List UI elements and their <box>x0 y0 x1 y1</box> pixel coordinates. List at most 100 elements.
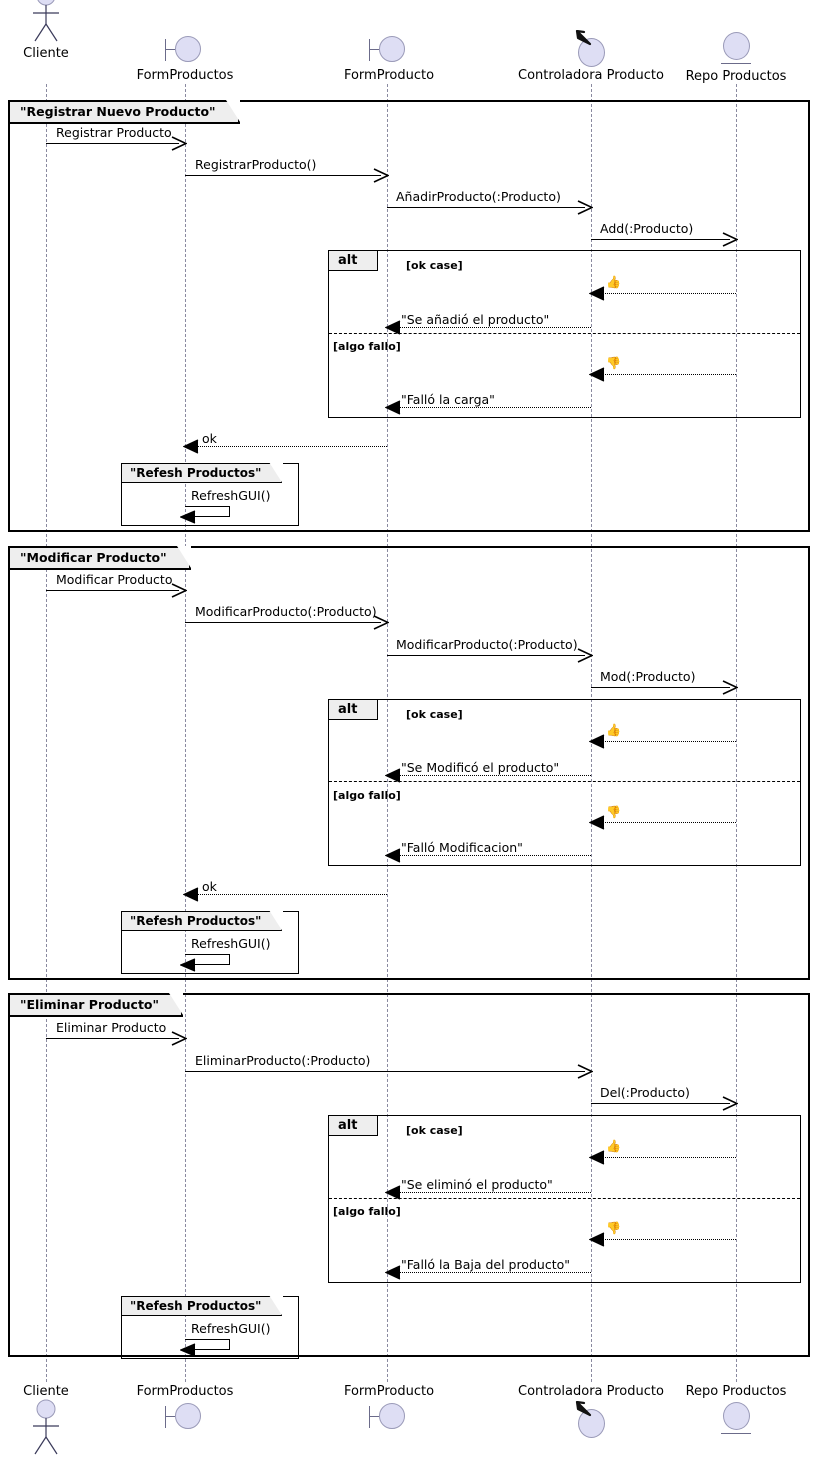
lifeline-controladora <box>591 84 592 1382</box>
alt-condition-fail: [algo fallo] <box>333 1205 401 1218</box>
self-message-loop <box>185 954 230 965</box>
message-label: ModificarProducto(:Producto) <box>195 604 377 619</box>
message-label: "Se Modificó el producto" <box>401 760 560 775</box>
actor-icon <box>0 0 92 44</box>
participant-label: Cliente <box>23 46 69 61</box>
message-label: RegistrarProducto() <box>195 157 317 172</box>
message-return <box>597 1239 736 1240</box>
message-return <box>393 1272 591 1273</box>
thumbs-up-icon: 👍 <box>606 723 621 737</box>
arrowhead-icon <box>183 887 199 902</box>
participant-foot-repo[interactable]: Repo Productos <box>676 1384 796 1435</box>
message-label: ok <box>202 879 217 894</box>
participant-foot-formproducto[interactable]: FormProducto <box>329 1384 449 1435</box>
arrowhead-icon <box>722 232 738 247</box>
message-return <box>393 1192 591 1193</box>
message-return <box>193 894 387 895</box>
message-return <box>393 855 591 856</box>
message-label: "Falló la Baja del producto" <box>401 1257 571 1272</box>
participant-head-formproductos[interactable]: FormProductos <box>125 30 245 83</box>
message-label: Modificar Producto <box>56 572 173 587</box>
message-label: Del(:Producto) <box>600 1085 690 1100</box>
alt-condition-fail: [algo fallo] <box>333 789 401 802</box>
message-return <box>597 822 736 823</box>
message-label: AñadirProducto(:Producto) <box>396 189 561 204</box>
arrowhead-icon <box>589 734 605 749</box>
frame-refesh-productos: "Refesh Productos" <box>121 910 299 974</box>
thumbs-down-icon: 👎 <box>606 1221 621 1235</box>
alt-divider <box>329 1198 800 1199</box>
control-icon <box>501 28 681 67</box>
message-label: "Falló la carga" <box>401 392 495 407</box>
message-label: EliminarProducto(:Producto) <box>195 1053 371 1068</box>
participant-foot-controladora[interactable]: Controladora Producto <box>501 1384 681 1438</box>
lifeline-formproducto <box>387 84 388 1382</box>
arrowhead-icon <box>180 510 196 524</box>
alt-condition-ok: [ok case] <box>406 1124 463 1137</box>
participant-foot-formproductos[interactable]: FormProductos <box>125 1384 245 1435</box>
message-label: Registrar Producto <box>56 125 172 140</box>
participant-head-formproducto[interactable]: FormProducto <box>329 30 449 83</box>
boundary-icon <box>329 30 449 66</box>
alt-divider <box>329 333 800 334</box>
participant-label: Controladora Producto <box>518 1384 664 1399</box>
control-icon <box>501 1399 681 1438</box>
message-arrow <box>591 239 730 240</box>
arrowhead-icon <box>577 648 593 663</box>
thumbs-down-icon: 👎 <box>606 805 621 819</box>
arrowhead-icon <box>180 1343 196 1357</box>
message-return <box>393 327 591 328</box>
boundary-icon <box>125 1399 245 1435</box>
alt-condition-fail: [algo fallo] <box>333 340 401 353</box>
arrowhead-icon <box>589 815 605 830</box>
alt-condition-ok: [ok case] <box>406 708 463 721</box>
participant-foot-cliente[interactable]: Cliente <box>0 1384 92 1457</box>
lifeline-cliente <box>46 84 47 1382</box>
participant-head-controladora[interactable]: Controladora Producto <box>501 28 681 83</box>
participant-label: FormProductos <box>136 68 234 83</box>
message-return <box>597 374 736 375</box>
frame-registrar-nuevo-producto: "Registrar Nuevo Producto" <box>8 100 810 532</box>
arrowhead-icon <box>722 680 738 695</box>
message-arrow <box>185 622 381 623</box>
frame-eliminar-producto: "Eliminar Producto" <box>8 993 810 1357</box>
arrowhead-icon <box>373 168 389 183</box>
participant-label: Cliente <box>23 1384 69 1399</box>
frame-label: "Refesh Productos" <box>122 1295 284 1317</box>
arrowhead-icon <box>171 136 187 151</box>
lifeline-formproductos <box>185 84 186 1382</box>
message-return <box>393 407 591 408</box>
message-arrow <box>591 687 730 688</box>
self-message-loop <box>185 1339 230 1350</box>
participant-head-cliente[interactable]: Cliente <box>0 0 92 61</box>
arrowhead-icon <box>385 1185 401 1200</box>
arrowhead-icon <box>589 1150 605 1165</box>
frame-label: "Refesh Productos" <box>122 910 284 932</box>
frame-refesh-productos: "Refesh Productos" <box>121 1295 299 1359</box>
self-message-label: RefreshGUI() <box>191 488 271 503</box>
participant-head-repo[interactable]: Repo Productos <box>676 30 796 84</box>
message-return <box>597 293 736 294</box>
participant-label: FormProducto <box>343 68 435 83</box>
message-arrow <box>46 143 179 144</box>
message-label: "Se eliminó el producto" <box>401 1177 553 1192</box>
arrowhead-icon <box>385 1265 401 1280</box>
entity-icon <box>676 1399 796 1435</box>
thumbs-up-icon: 👍 <box>606 275 621 289</box>
message-arrow <box>185 175 381 176</box>
arrowhead-icon <box>373 615 389 630</box>
arrowhead-icon <box>183 439 199 454</box>
alt-tag-label: alt <box>329 700 379 720</box>
frame-label: "Modificar Producto" <box>10 546 191 570</box>
arrowhead-icon <box>385 768 401 783</box>
arrowhead-icon <box>589 286 605 301</box>
alt-condition-ok: [ok case] <box>406 259 463 272</box>
message-arrow <box>591 1103 730 1104</box>
arrowhead-icon <box>589 367 605 382</box>
arrowhead-icon <box>722 1096 738 1111</box>
alt-tag-label: alt <box>329 251 379 271</box>
frame-label: "Eliminar Producto" <box>10 993 184 1017</box>
alt-fragment: alt <box>328 250 801 418</box>
self-message-label: RefreshGUI() <box>191 936 271 951</box>
